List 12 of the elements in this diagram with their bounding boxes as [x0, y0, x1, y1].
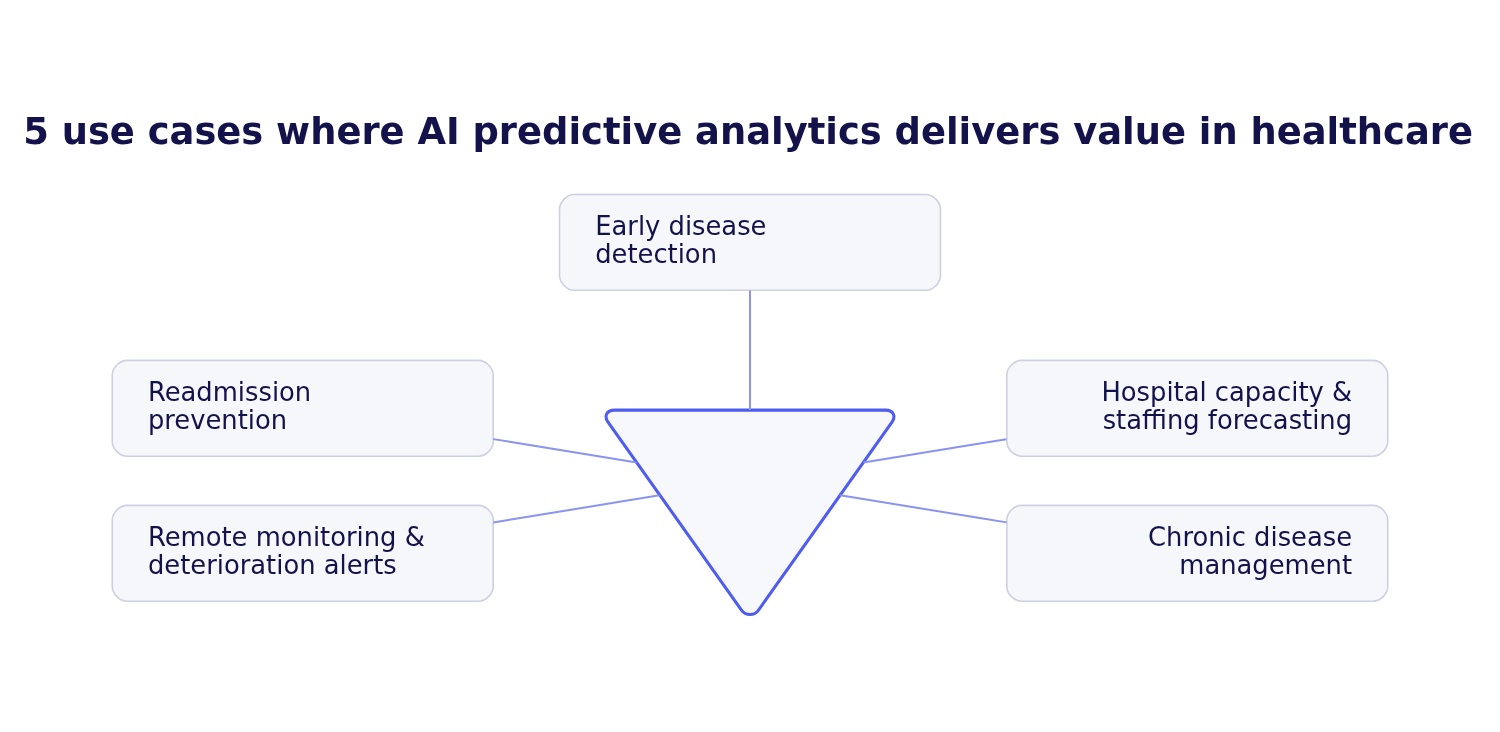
- node-box: Readmission prevention: [111, 359, 494, 457]
- connector: [839, 493, 1008, 523]
- node-box: Chronic disease management: [1006, 504, 1389, 602]
- diagram-title: 5 use cases where AI predictive analytics delivers value in healthcare: [23, 109, 1473, 153]
- connector: [862, 437, 1008, 463]
- node-heart: [604, 408, 896, 616]
- connector: [749, 289, 751, 411]
- node-box: Early disease detection: [558, 193, 942, 291]
- connector: [492, 437, 638, 463]
- connector: [492, 493, 661, 523]
- node-box: Remote monitoring & deterioration alerts: [111, 504, 494, 602]
- node-box: Hospital capacity & staffing forecasting: [1006, 359, 1389, 457]
